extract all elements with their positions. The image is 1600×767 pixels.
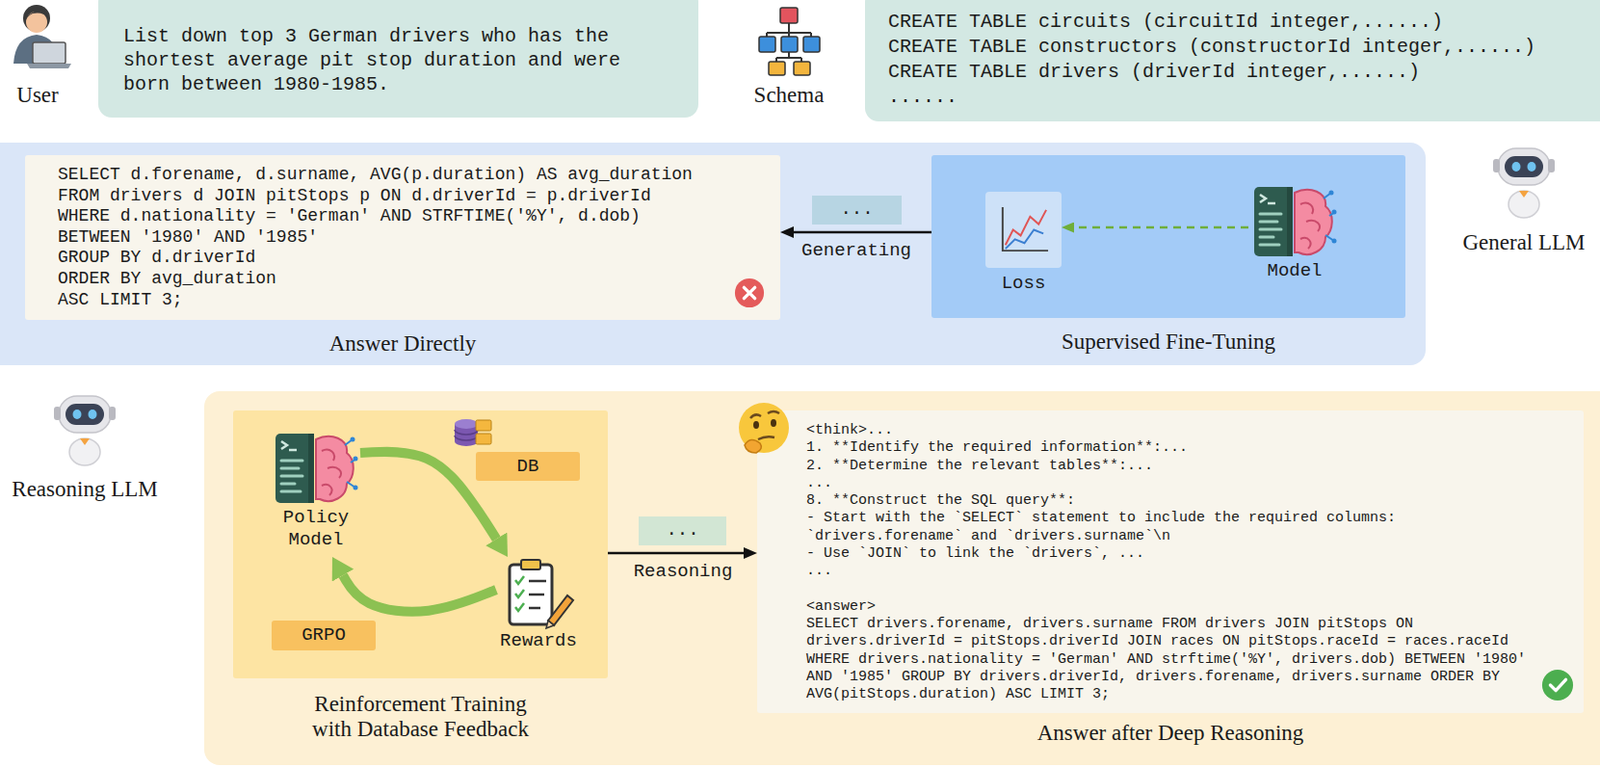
schema-icon xyxy=(781,36,798,53)
policy-model-icon: Policy Model xyxy=(271,429,361,557)
edge-label: Reasoning xyxy=(633,560,734,583)
node-text: CREATE TABLE circuits (circuitId integer… xyxy=(888,9,1600,35)
rl-band xyxy=(204,391,1600,765)
node-text: CREATE TABLE drivers (driverId integer,.… xyxy=(888,59,1600,85)
sft-panel-fill xyxy=(931,155,1406,318)
caption: Answer Directly xyxy=(329,331,477,357)
node-text: List down top 3 German drivers who has t… xyxy=(123,24,674,97)
loss-box-art xyxy=(995,201,1052,259)
sft-band xyxy=(0,142,1426,366)
user-icon xyxy=(13,4,72,69)
node-text: Policy Model xyxy=(271,506,361,551)
question-box: List down top 3 German drivers who has t… xyxy=(98,0,699,118)
status-badge xyxy=(1542,669,1574,701)
rewards-to-policy-arrow xyxy=(342,575,497,612)
schema-icon xyxy=(793,61,811,76)
caption: Loss xyxy=(1001,272,1047,295)
sft-panel: Supervised Fine-TuningLossModel xyxy=(931,155,1406,318)
loss-box: Loss xyxy=(985,191,1062,268)
schema-icon xyxy=(803,36,820,53)
node-text: <answer> xyxy=(806,598,1541,616)
rewards-icon: Rewards xyxy=(496,556,581,653)
node-text: FROM drivers d JOIN pitStops p ON d.driv… xyxy=(57,185,761,208)
node-text: BETWEEN '1980' AND '1985' xyxy=(57,227,761,249)
database-icon xyxy=(475,419,492,431)
node-text: 1. **Identify the required information**… xyxy=(806,439,1541,457)
status-badge xyxy=(1541,668,1574,702)
schema-label: Schema xyxy=(754,82,825,108)
node-text: 8. **Construct the SQL query**: xyxy=(806,492,1541,510)
llm-label: General LLM xyxy=(1462,230,1585,256)
status-badge xyxy=(738,402,789,453)
database-icon xyxy=(454,429,478,441)
reasoning-answer-box: <think>...1. **Identify the required inf… xyxy=(757,410,1584,713)
caption: Answer after Deep Reasoning xyxy=(1037,720,1305,746)
user-label: User xyxy=(16,82,58,108)
node-text: 2. **Determine the relevant tables**:... xyxy=(806,457,1541,475)
node-text: - Use `JOIN` to link the `drivers`, ... xyxy=(806,545,1541,563)
edge-label: Generating xyxy=(801,239,912,263)
schema-icon xyxy=(780,7,798,24)
ellipsis-box: ... xyxy=(812,195,902,225)
grpo-label: GRPO xyxy=(271,620,376,651)
rl-panel-fill xyxy=(233,410,608,679)
robot-icon xyxy=(1493,148,1555,218)
status-badge xyxy=(734,277,765,309)
node-text: ORDER BY avg_duration xyxy=(57,268,761,290)
node-text: Rewards xyxy=(496,629,581,653)
node-text: ASC LIMIT 3; xyxy=(57,289,761,312)
ellipsis-box: ... xyxy=(638,516,727,546)
node-text: `drivers.forename` and `drivers.surname`… xyxy=(806,527,1541,546)
node-text: DB xyxy=(475,451,580,481)
sql-answer-box: SELECT d.forename, d.surname, AVG(p.dura… xyxy=(25,155,781,320)
node-text: - Start with the `SELECT` statement to i… xyxy=(806,509,1541,527)
loss-box-art xyxy=(1002,207,1049,251)
reasoning-arrow xyxy=(607,551,744,555)
database-icon xyxy=(454,419,492,446)
caption: Reinforcement Training with Database Fee… xyxy=(300,691,542,742)
rl-panel: Reinforcement Training with Database Fee… xyxy=(233,410,608,679)
loss-arrow xyxy=(1074,226,1249,230)
database-icon xyxy=(454,419,478,429)
policy-model-icon-art xyxy=(275,433,359,503)
schema-box: CREATE TABLE circuits (circuitId integer… xyxy=(865,0,1600,122)
node-text: ...... xyxy=(888,84,1600,110)
node-text: <think>... xyxy=(806,421,1541,440)
node-text: SELECT d.forename, d.surname, AVG(p.dura… xyxy=(57,164,761,186)
rewards-icon-art xyxy=(499,556,578,630)
schema-icon xyxy=(768,61,786,76)
schema-icon xyxy=(759,36,776,53)
caption: Supervised Fine-Tuning xyxy=(1061,329,1276,355)
db-label: DB xyxy=(475,451,580,481)
node-text: GRPO xyxy=(271,620,376,650)
status-badge xyxy=(734,278,764,308)
llm-label: Reasoning LLM xyxy=(11,476,158,502)
node-text: SELECT drivers.forename, drivers.surname… xyxy=(806,615,1541,704)
robot-icon xyxy=(53,395,116,466)
generating-arrow xyxy=(793,231,932,235)
status-badge xyxy=(736,400,791,455)
rewards-icon-art xyxy=(509,559,574,629)
model-icon-art xyxy=(1252,183,1338,261)
node-text: Model xyxy=(1248,260,1341,283)
database-icon xyxy=(475,433,492,445)
node-text: ... xyxy=(806,562,1541,580)
node-text: CREATE TABLE constructors (constructorId… xyxy=(888,34,1600,60)
schema-icon xyxy=(759,7,820,76)
node-text: ... xyxy=(806,474,1541,493)
node-text: WHERE d.nationality = 'German' AND STRFT… xyxy=(57,206,761,228)
node-text: GROUP BY d.driverId xyxy=(57,247,761,269)
model-icon: Model xyxy=(1248,183,1341,283)
model-icon-art xyxy=(1254,186,1338,257)
policy-model-icon-art xyxy=(273,429,359,507)
